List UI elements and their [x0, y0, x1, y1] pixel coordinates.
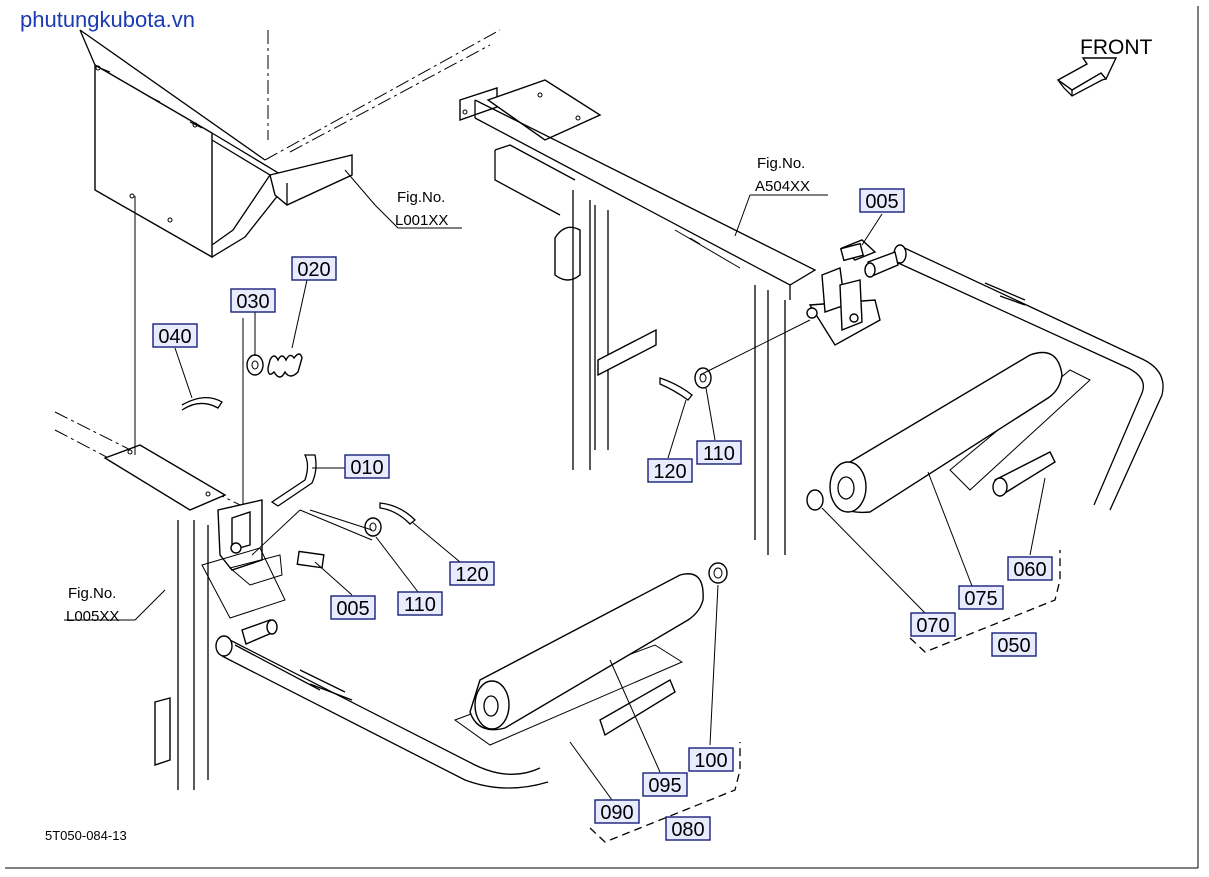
front-direction-indicator: FRONT [1056, 36, 1152, 97]
callout-050: 050 [991, 632, 1037, 657]
callout-095: 095 [642, 772, 688, 797]
fig-ref-a504xx: Fig.No. A504XX [755, 155, 810, 195]
callout-120-left: 120 [449, 561, 495, 586]
callout-number: 120 [653, 461, 686, 483]
fig-ref-number: A504XX [755, 178, 810, 195]
callout-070: 070 [910, 612, 956, 637]
group-brackets [589, 550, 1061, 843]
drawing-id: 5T050-084-13 [45, 828, 127, 843]
callout-005-bottom: 005 [330, 595, 376, 620]
right-roller [806, 242, 1091, 514]
callout-number: 100 [694, 750, 727, 772]
washer-110-right [694, 367, 712, 389]
upper-right-frame [459, 79, 817, 555]
callout-110-left: 110 [397, 591, 443, 616]
callout-number: 005 [865, 191, 898, 213]
callout-020: 020 [291, 256, 337, 281]
callout-110-right: 110 [696, 440, 742, 465]
fig-ref-label: Fig.No. [757, 155, 805, 172]
left-handle-bar [215, 619, 549, 789]
fig-ref-label: Fig.No. [68, 585, 116, 602]
left-frame [54, 411, 286, 790]
fig-ref-label: Fig.No. [397, 189, 445, 206]
pin-010 [270, 454, 317, 507]
callout-number: 070 [916, 615, 949, 637]
upper-left-housing [79, 29, 501, 259]
callout-080: 080 [665, 816, 711, 841]
pin-040 [181, 397, 223, 411]
watermark: phutungkubota.vn [20, 7, 195, 32]
callout-060: 060 [1007, 556, 1053, 581]
callout-number: 030 [236, 291, 269, 313]
callout-number: 110 [404, 594, 436, 616]
washer-110-left [364, 517, 382, 537]
callout-number: 010 [350, 457, 383, 479]
front-arrow-icon [1056, 57, 1118, 97]
fig-ref-l005xx: Fig.No. L005XX [66, 585, 119, 625]
washer-030 [246, 354, 264, 376]
leader-lines [64, 169, 1046, 801]
callout-number: 050 [997, 635, 1030, 657]
callout-number: 080 [671, 819, 704, 841]
fig-ref-number: L001XX [395, 212, 448, 229]
callout-040: 040 [152, 323, 198, 348]
callout-030: 030 [230, 288, 276, 313]
callout-number: 120 [455, 564, 488, 586]
plate-005-left [296, 550, 325, 569]
callout-number: 020 [297, 259, 330, 281]
fig-ref-l001xx: Fig.No. L001XX [395, 189, 448, 229]
callout-075: 075 [958, 585, 1004, 610]
callout-010: 010 [344, 454, 390, 479]
callout-100: 100 [688, 747, 734, 772]
callout-number: 075 [964, 588, 997, 610]
callout-number: 060 [1013, 559, 1046, 581]
callout-090: 090 [594, 799, 640, 824]
pin-120-left [379, 502, 416, 525]
callout-number: 040 [158, 326, 191, 348]
right-handle-bar [864, 244, 1164, 511]
callout-120-right: 120 [647, 458, 693, 483]
callout-005-top: 005 [859, 188, 905, 213]
callout-number: 005 [336, 598, 369, 620]
front-label: FRONT [1080, 36, 1152, 59]
callout-number: 090 [600, 802, 633, 824]
callout-number: 110 [703, 443, 735, 465]
pin-120-right [659, 377, 693, 401]
right-bracket [806, 239, 881, 346]
spring-020 [267, 353, 303, 378]
left-roller [453, 562, 728, 746]
fig-ref-number: L005XX [66, 608, 119, 625]
callout-number: 095 [648, 775, 681, 797]
